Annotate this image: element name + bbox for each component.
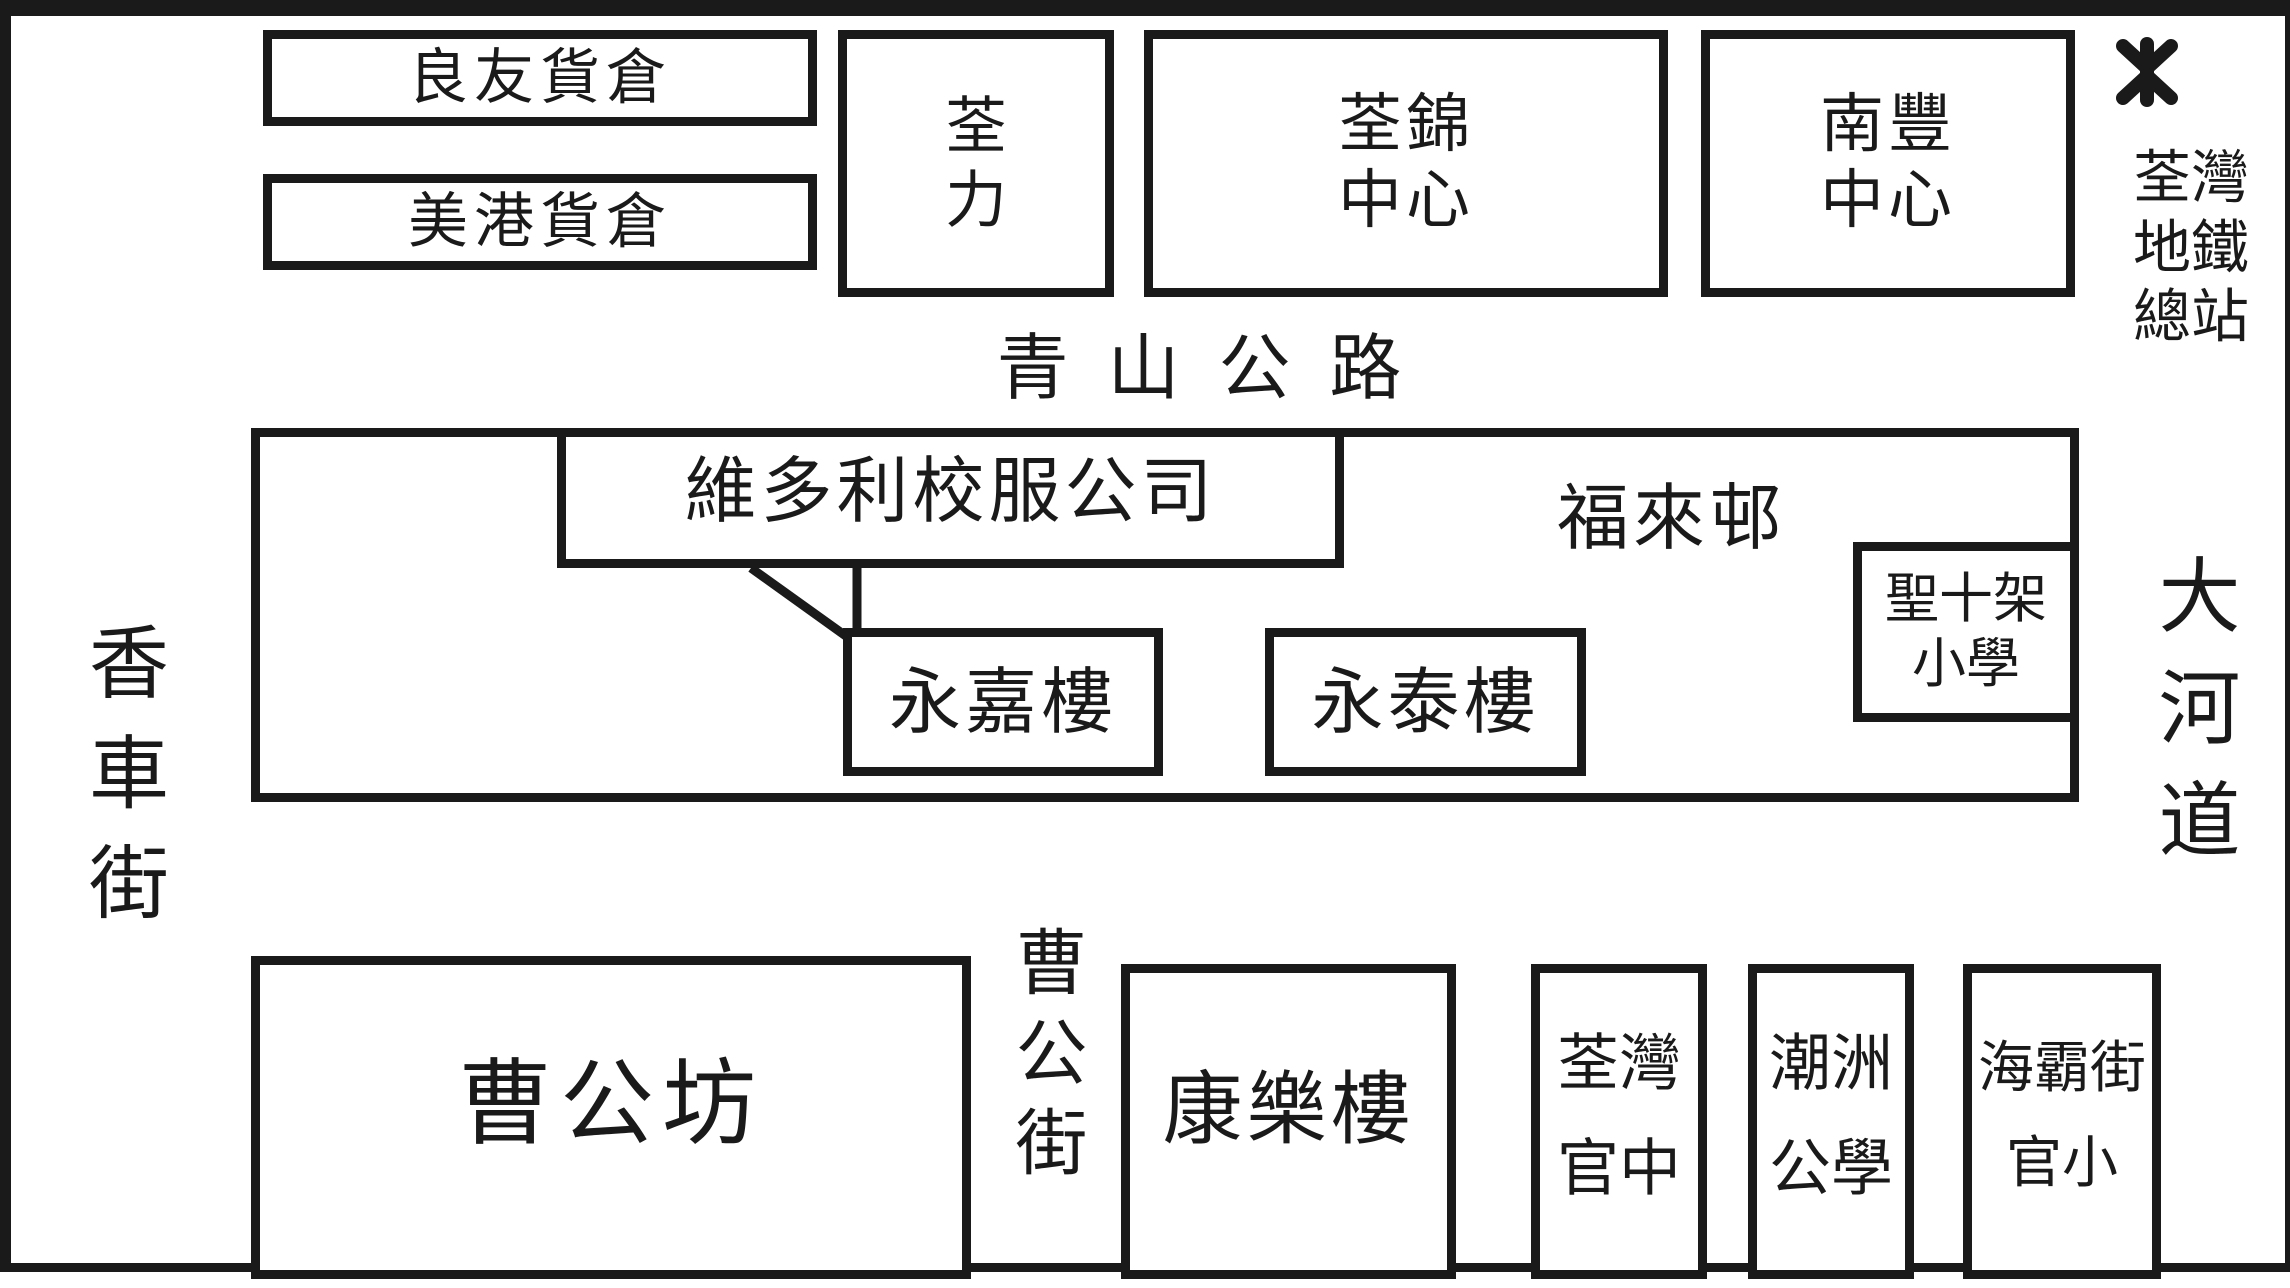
building-holy-cross-school: 聖十架 小學 bbox=[1853, 542, 2079, 722]
label-tsuen-wan-mtr-station: 荃灣 地鐵 總站 bbox=[2132, 143, 2250, 351]
building-wing-tai-house: 永泰樓 bbox=[1265, 628, 1586, 776]
label-wing-tai-house: 永泰樓 bbox=[1311, 660, 1540, 744]
label-nanfeng-centre: 南豐 中心 bbox=[1820, 87, 1956, 239]
building-wing-ka-house: 永嘉樓 bbox=[843, 628, 1163, 776]
label-cho-kung-street: 曹公街 bbox=[1003, 925, 1087, 1195]
label-quanli: 荃 力 bbox=[944, 89, 1008, 237]
label-holy-cross-school: 聖十架 小學 bbox=[1885, 567, 2047, 695]
building-meigang-warehouse: 美港貨倉 bbox=[263, 174, 817, 270]
label-liangyou-warehouse: 良友貨倉 bbox=[408, 43, 672, 113]
label-tsuen-wan-govt-secondary: 荃灣 官中 bbox=[1556, 1026, 1682, 1205]
label-chiu-chow-school: 潮洲 公學 bbox=[1768, 1026, 1894, 1205]
building-liangyou-warehouse: 良友貨倉 bbox=[263, 30, 817, 126]
building-cho-kung-fong: 曹公坊 bbox=[251, 956, 971, 1279]
label-hoi-pa-street-school: 海霸街 官小 bbox=[1978, 1035, 2146, 1196]
label-tai-ho-road: 大河道 bbox=[2144, 553, 2239, 889]
building-tsuen-wan-govt-secondary: 荃灣 官中 bbox=[1531, 964, 1707, 1279]
label-cho-kung-fong: 曹公坊 bbox=[457, 1050, 765, 1160]
building-hong-lok-house: 康樂樓 bbox=[1121, 964, 1456, 1279]
label-fulaicun: 福來邨 bbox=[1556, 476, 1786, 560]
label-castle-peak-road: 青 山 公 路 bbox=[996, 326, 1410, 410]
building-quanli: 荃 力 bbox=[838, 30, 1114, 297]
label-victoria-uniform: 維多利校服公司 bbox=[684, 448, 1217, 533]
label-meigang-warehouse: 美港貨倉 bbox=[408, 187, 672, 257]
label-heung-che-street: 香車街 bbox=[76, 621, 169, 951]
building-chiu-chow-school: 潮洲 公學 bbox=[1748, 964, 1914, 1279]
building-hoi-pa-street-school: 海霸街 官小 bbox=[1963, 964, 2161, 1279]
label-wing-ka-house: 永嘉樓 bbox=[888, 660, 1118, 744]
building-victoria-uniform: 維多利校服公司 bbox=[557, 428, 1344, 568]
building-tsuen-kam-centre: 荃錦 中心 bbox=[1144, 30, 1668, 297]
label-tsuen-kam-centre: 荃錦 中心 bbox=[1338, 87, 1474, 239]
building-nanfeng-centre: 南豐 中心 bbox=[1701, 30, 2075, 297]
label-hong-lok-house: 康樂樓 bbox=[1162, 1062, 1415, 1156]
